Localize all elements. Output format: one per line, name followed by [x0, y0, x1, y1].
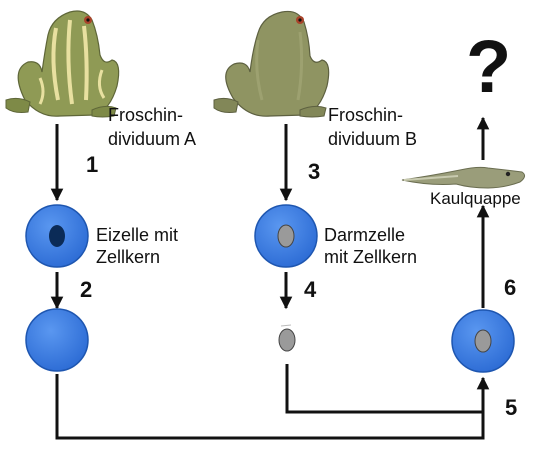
frog-b-image — [214, 11, 329, 117]
gut-cell-label-line2: mit Zellkern — [324, 246, 417, 268]
tadpole-image — [402, 167, 525, 188]
gut-cell-label-line1: Darmzelle — [324, 224, 405, 246]
egg-cell-label-line2: Zellkern — [96, 246, 160, 268]
step-number-1: 1 — [86, 153, 98, 177]
reconstructed-cell — [452, 310, 514, 372]
question-mark: ? — [466, 30, 511, 104]
step-number-4: 4 — [304, 278, 316, 302]
step-number-5: 5 — [505, 396, 517, 420]
frog-b-label-line1: Froschin- — [328, 104, 403, 126]
enucleated-egg-cell — [26, 309, 88, 371]
step-number-6: 6 — [504, 276, 516, 300]
frog-a-label-line2: dividuum A — [108, 128, 196, 150]
arrow-nucleus-transfer — [287, 364, 483, 412]
egg-cell-label-line1: Eizelle mit — [96, 224, 178, 246]
frog-a-image — [6, 11, 119, 117]
tadpole-label: Kaulquappe — [430, 188, 521, 210]
step-number-2: 2 — [80, 278, 92, 302]
frog-b-label-line2: dividuum B — [328, 128, 417, 150]
isolated-nucleus — [279, 325, 295, 351]
step-number-3: 3 — [308, 160, 320, 184]
egg-cell-with-nucleus — [26, 205, 88, 267]
arrow-egg-transfer — [57, 374, 483, 438]
gut-cell-with-nucleus — [255, 205, 317, 267]
frog-a-label-line1: Froschin- — [108, 104, 183, 126]
